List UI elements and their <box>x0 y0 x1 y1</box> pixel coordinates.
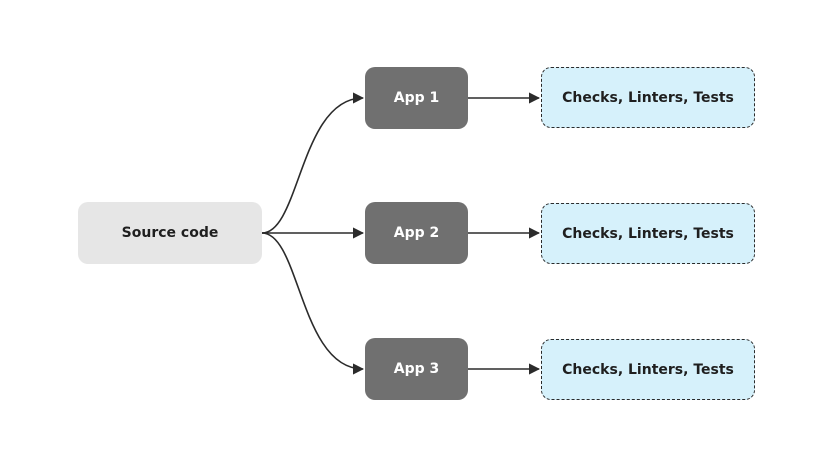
app-2-label: App 2 <box>393 225 440 241</box>
edge-source-to-app-3 <box>261 232 365 375</box>
app-1-node: App 1 <box>365 67 468 129</box>
app-2-node: App 2 <box>365 202 468 264</box>
checks-label-3: Checks, Linters, Tests <box>562 361 734 378</box>
app-3-label: App 3 <box>393 361 440 377</box>
app-1-label: App 1 <box>393 90 440 106</box>
checks-label-1: Checks, Linters, Tests <box>562 89 734 106</box>
source-code-node: Source code <box>78 202 262 264</box>
source-code-label: Source code <box>121 225 219 241</box>
checks-node-1: Checks, Linters, Tests <box>541 67 755 128</box>
app-3-node: App 3 <box>365 338 468 400</box>
checks-node-2: Checks, Linters, Tests <box>541 203 755 264</box>
edge-source-to-app-1 <box>261 92 365 234</box>
checks-label-2: Checks, Linters, Tests <box>562 225 734 242</box>
checks-node-3: Checks, Linters, Tests <box>541 339 755 400</box>
